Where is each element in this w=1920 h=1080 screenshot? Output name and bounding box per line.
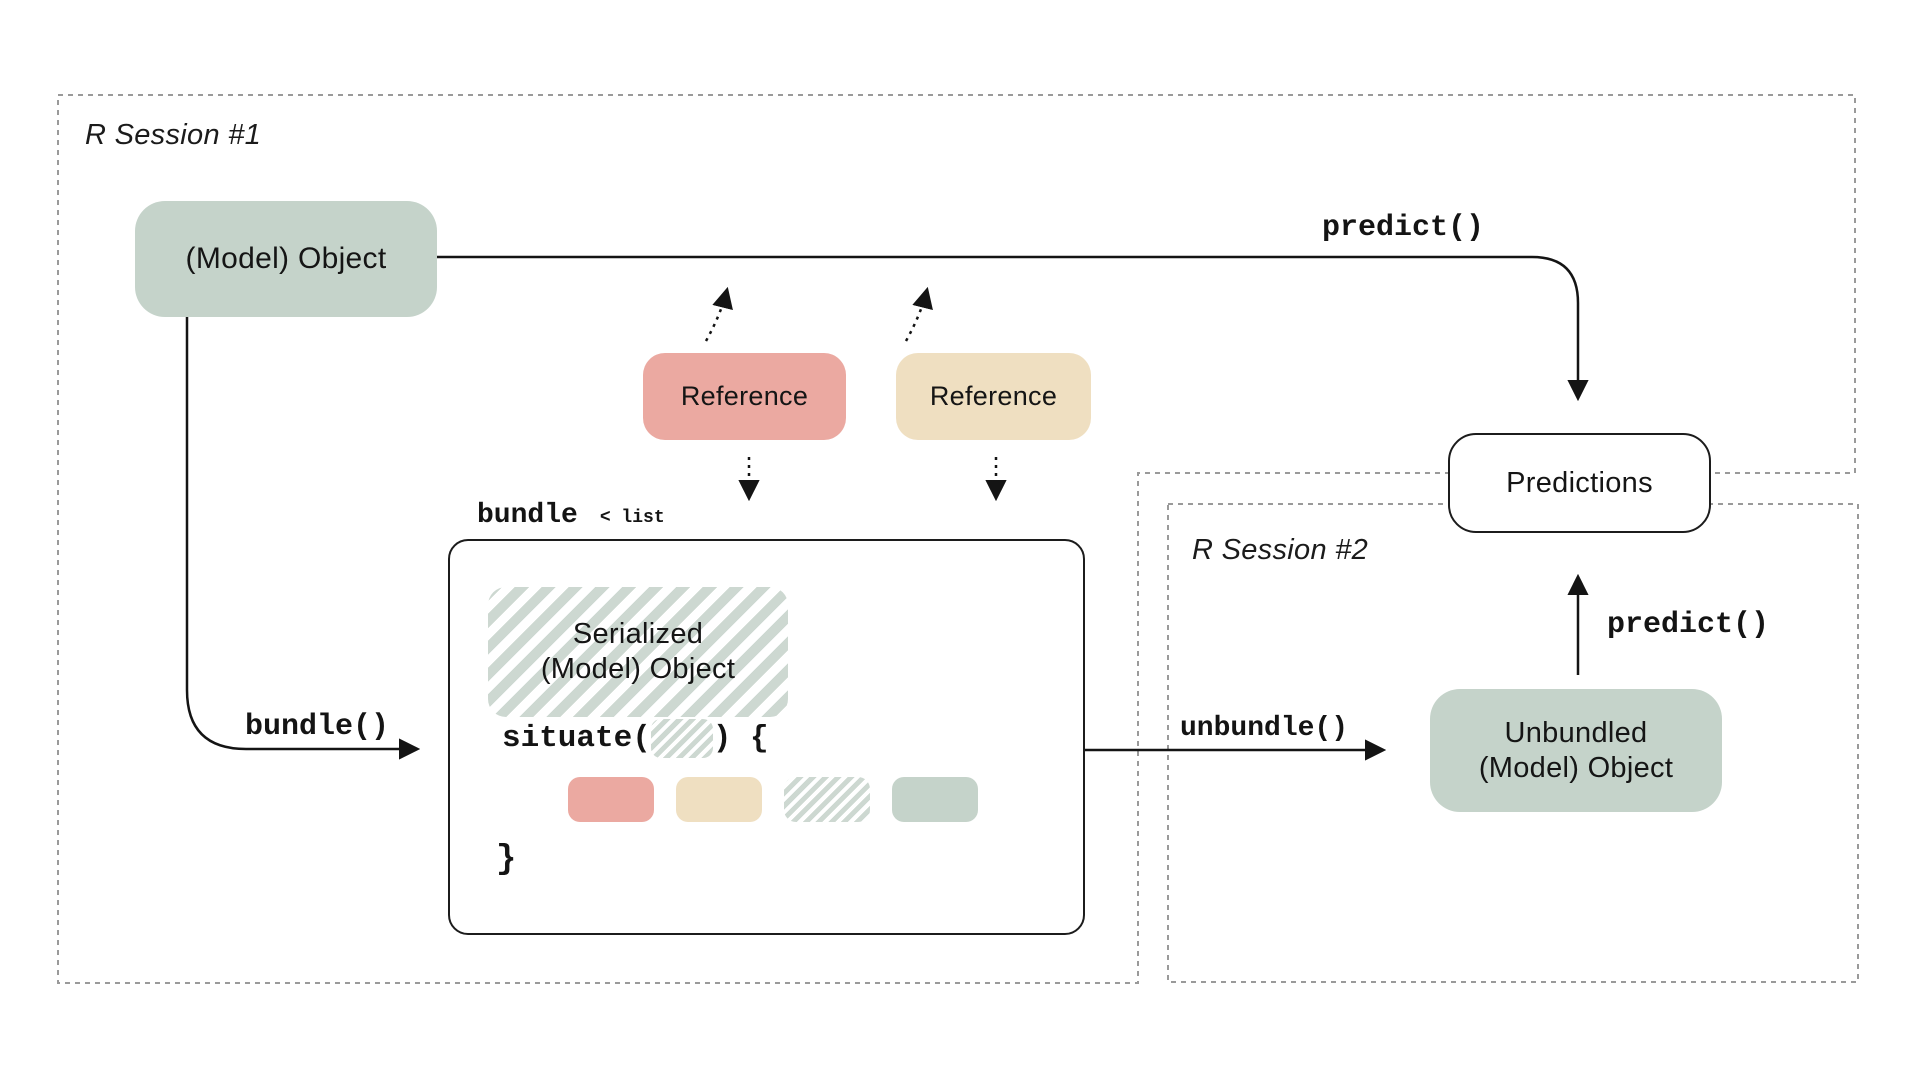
reference-tan-chip [676, 777, 762, 822]
reference-pink-chip [568, 777, 654, 822]
session1-dashed-border [57, 94, 1856, 984]
unbundled-line2: (Model) Object [1478, 751, 1674, 784]
situate-code-line: situate( ) { [502, 719, 769, 758]
serialized-striped-chip [784, 777, 870, 822]
predictions-label: Predictions [1506, 466, 1653, 499]
situate-call-close: ) { [712, 721, 769, 756]
predict-label-session2: predict() [1607, 608, 1770, 642]
situate-striped-chip [650, 719, 713, 758]
reference-label: Reference [680, 381, 809, 411]
model-object-node: (Model) Object [135, 201, 437, 317]
serialized-model-object-label: Serialized (Model) Object [541, 617, 735, 687]
situate-brace-close: } [496, 841, 517, 879]
predict-arrow-session1 [437, 255, 1589, 402]
situate-call-open: situate( [502, 721, 651, 756]
reference-tan-up-arrow [904, 286, 933, 342]
serialized-line2: (Model) Object [540, 653, 736, 685]
bundle-keyword: bundle [477, 500, 578, 531]
bundle-call-label: bundle() [245, 710, 390, 744]
predictions-node: Predictions [1448, 433, 1711, 533]
reference-node-tan: Reference [896, 353, 1091, 440]
unbundled-model-object-label: Unbundled (Model) Object [1479, 716, 1673, 786]
bundle-type-annotation: < list [599, 508, 665, 528]
bundle-contents-row [568, 777, 978, 822]
bundle-box: Serialized (Model) Object situate( ) { } [448, 539, 1085, 935]
reference-node-pink: Reference [643, 353, 846, 440]
reference-pink-up-arrow [704, 286, 733, 342]
bundle-arrow [185, 317, 421, 760]
session1-label: R Session #1 [85, 119, 262, 151]
bundle-title: bundle < list [477, 500, 665, 531]
predict-label-session1: predict() [1322, 211, 1485, 245]
unbundle-call-label: unbundle() [1180, 713, 1349, 744]
model-object-label: (Model) Object [185, 242, 387, 275]
serialized-line1: Serialized [572, 618, 704, 650]
reference-label: Reference [929, 381, 1058, 411]
unbundled-line1: Unbundled [1504, 716, 1648, 749]
model-sage-chip [892, 777, 978, 822]
session2-label: R Session #2 [1192, 534, 1369, 566]
serialized-model-object-node: Serialized (Model) Object [488, 587, 788, 717]
unbundled-model-object-node: Unbundled (Model) Object [1430, 689, 1722, 812]
